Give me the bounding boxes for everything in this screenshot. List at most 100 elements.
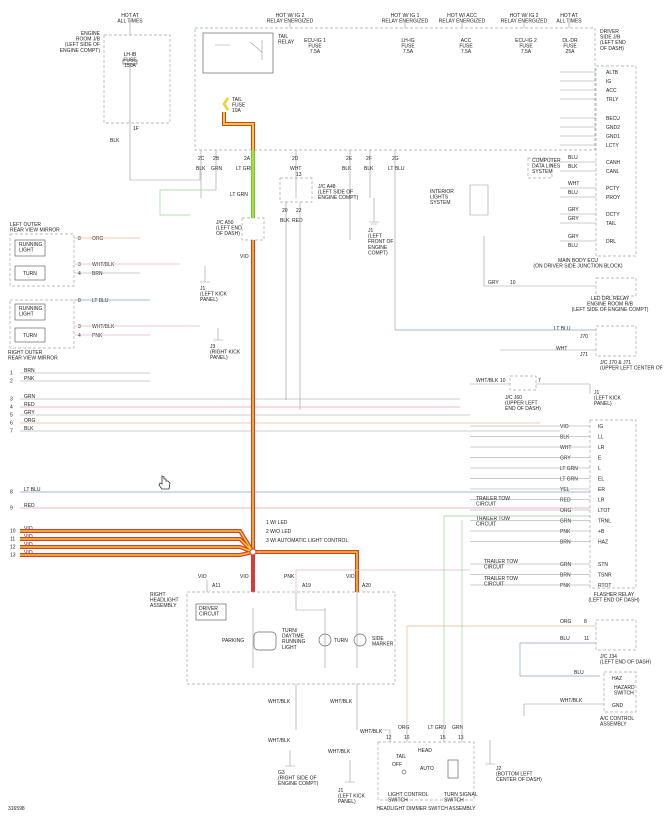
jb-wire-blk2: BLK: [342, 166, 352, 172]
jc-j34: J/C J34(LEFT END OF DASH) ORG BLU 8 11: [470, 619, 651, 677]
ac-wire-whtblk: WHT/BLK: [560, 698, 583, 704]
hl-gnd-label-1: WHT/BLK: [268, 699, 291, 705]
right-mirror-wire-whtblk: WHT/BLK: [92, 324, 115, 330]
headlight-dimmer-switch: HEADLIGHT DIMMER SWITCH ASSEMBLY LIGHT C…: [360, 515, 590, 812]
ground-symbol-6: [345, 760, 355, 783]
ground-symbol-3: [213, 328, 223, 341]
flasher-relay-box: [589, 419, 637, 589]
pos-off: OFF: [392, 762, 402, 768]
flasher-pin-1: LL: [598, 435, 604, 441]
flasher-pin-8: LTOT: [598, 508, 610, 514]
main-body-ecu-box: [595, 65, 637, 257]
jb-wire-blk3: BLK: [364, 166, 374, 172]
ground-symbol-2: [200, 266, 210, 283]
pos-tail: TAIL: [396, 754, 406, 760]
pnk-wire-to-flasher: [295, 569, 470, 592]
dimmer-wire-grn: GRN: [452, 725, 464, 731]
top-feed-wires: [289, 22, 570, 28]
hl-gnd-label-2: WHT/BLK: [330, 699, 353, 705]
lh-ib-wire: [129, 20, 201, 181]
flasher-wire-1: BLK: [560, 435, 570, 441]
flasher-relay: FLASHER RELAY(LEFT END OF DASH) IGLLLREL…: [470, 419, 640, 604]
ecu-wire-gry2: GRY: [568, 216, 579, 222]
left-mirror-pin-4: 4: [78, 271, 81, 277]
jc-j71-pin: J71: [580, 352, 588, 358]
left-stub-wire-3: RED: [24, 402, 35, 408]
ecu-wire-gry3: GRY: [568, 234, 579, 240]
jb-wire-lt-grn: LT GRN: [236, 166, 254, 172]
left-stub-pin-12: 13: [10, 553, 16, 559]
ecu-pin-gnd2: GND2: [606, 125, 620, 131]
right-mirror-pin-4: 4: [78, 333, 81, 339]
tail-highlight-red: [222, 112, 255, 150]
flasher-pin-2: LR: [598, 445, 605, 451]
relay-contacts: [215, 40, 263, 60]
tail-highlight-yellow: [223, 112, 254, 150]
flasher-wire-11: BRN: [560, 540, 571, 546]
tail-fuse-symbol: [222, 97, 230, 111]
jc-a48-wire-red: RED: [292, 218, 303, 224]
highlighted-circuit: [20, 112, 359, 592]
left-stub-pin-1: 2: [10, 379, 13, 385]
ecu-top-wires: [560, 71, 596, 146]
right-mirror-wire-ltblu: LT BLU: [92, 298, 109, 304]
ac-haz-pin: HAZ: [612, 676, 622, 682]
flasher-wire-4: LT GRN: [560, 466, 578, 472]
flasher-wire-3: GRY: [560, 456, 571, 462]
light-control-contact: [401, 769, 407, 775]
hl-pin-a11: A11: [212, 583, 221, 589]
right-mirror-pin-3: 3: [78, 324, 81, 330]
right-turn: TURN: [23, 333, 37, 339]
dimmer-pin-12: 12: [386, 735, 392, 741]
jb-wire-grn: GRN: [211, 166, 223, 172]
jc-j70-wire-wht: WHT: [556, 346, 567, 352]
jb-wire-lt-blu: LT BLU: [388, 166, 405, 172]
left-stub-wire-4: GRY: [24, 410, 35, 416]
jc-j60-wire-l: WHT/BLK: [476, 378, 499, 384]
jc-j34-box: [595, 619, 637, 651]
hl-pin-a20: A20: [362, 583, 371, 589]
left-mirror-box: [9, 233, 75, 287]
dimmer-wire-org: ORG: [398, 725, 410, 731]
flasher-pin-12: STN: [598, 562, 608, 568]
left-turn: TURN: [23, 271, 37, 277]
ecu-wire-blu2: BLU: [568, 190, 578, 196]
flasher-wire-10: PNK: [560, 529, 571, 535]
main-body-ecu: ALTB IG ACC TRLY BECU GND2 GND1 LCTY CAN…: [533, 65, 637, 270]
engine-room-wire: BLK: [110, 138, 120, 144]
dimmer-pin-wires: [380, 729, 463, 742]
hl-wire-pnk: PNK: [284, 574, 295, 580]
computer-data-box: [527, 157, 553, 179]
interior-lights-bracket: [469, 184, 489, 216]
ecu-pin-altb: ALTB: [606, 70, 619, 76]
flasher-pin-14: RTOT: [598, 583, 611, 589]
left-mirror-wire-whtblk: WHT/BLK: [92, 262, 115, 268]
ac-wire-blu: BLU: [574, 670, 584, 676]
pos-head: HEAD: [418, 748, 432, 754]
left-stub-pin-6: 7: [10, 429, 13, 435]
side-marker-bulb-icon: [353, 633, 367, 647]
flasher-wire-5: LT GRN: [560, 477, 578, 483]
legend: 1 W/ LED 2 W/O LED 3 W/ AUTOMATIC LIGHT …: [266, 520, 348, 544]
